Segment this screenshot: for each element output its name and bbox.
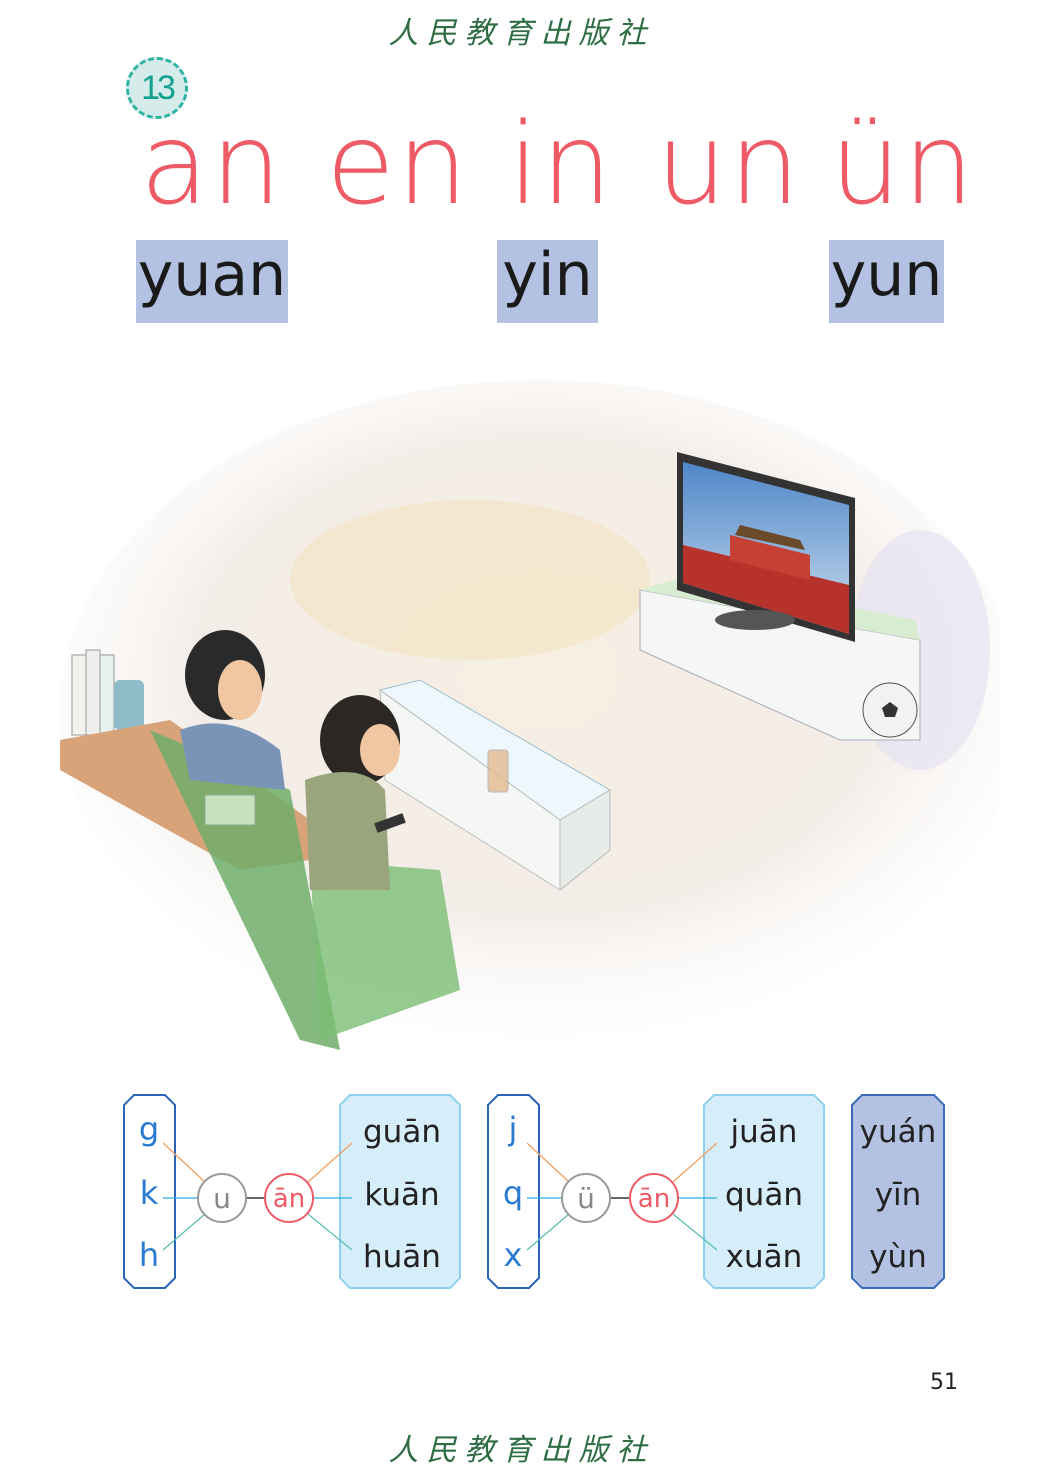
living-room-illustration <box>60 380 1000 1050</box>
final-an-toned: ān <box>638 1184 670 1214</box>
toned-syllables-box: yuán yīn yùn <box>851 1094 945 1289</box>
initial-g: g <box>139 1110 159 1148</box>
results-box <box>703 1094 825 1289</box>
sofa <box>60 720 460 1050</box>
initial-k: k <box>140 1174 159 1212</box>
initial-h: h <box>139 1236 159 1274</box>
final-en: en <box>326 100 470 230</box>
initial-j: j <box>508 1110 518 1148</box>
toned-yun: yùn <box>869 1239 927 1275</box>
publisher-watermark-bottom: 人民教育出版社 <box>388 1433 655 1468</box>
initial-x: x <box>504 1236 523 1274</box>
initials-box <box>487 1094 540 1289</box>
publisher-watermark-top: 人民教育出版社 <box>388 16 655 51</box>
initials-box <box>123 1094 176 1289</box>
result-quan: quān <box>725 1177 803 1213</box>
final-un: un <box>656 100 802 230</box>
results-box <box>339 1094 461 1289</box>
final-an: an <box>140 100 284 230</box>
page-number: 51 <box>930 1370 958 1395</box>
diagram-group-u: g k h u ān guān kuān huān <box>123 1094 461 1289</box>
initial-q: q <box>503 1174 523 1212</box>
lesson-number-badge: 13 <box>126 57 188 119</box>
toned-yin: yīn <box>875 1177 922 1213</box>
girl <box>305 695 406 890</box>
final-circle <box>264 1173 314 1223</box>
medial-u: u <box>213 1182 231 1215</box>
diagram-group-u-umlaut: j q x ü ān juān quān xuān <box>487 1094 825 1289</box>
result-juan: juān <box>730 1114 798 1150</box>
television <box>677 452 855 642</box>
final-circle <box>629 1173 679 1223</box>
medial-circle <box>197 1173 247 1223</box>
whole-syllable-yun: yun <box>829 240 944 323</box>
boy <box>180 630 285 790</box>
result-kuan: kuān <box>364 1177 439 1213</box>
soccer-ball <box>862 682 918 738</box>
result-huan: huān <box>363 1239 441 1275</box>
result-guan: guān <box>363 1114 441 1150</box>
medial-u-umlaut: ü <box>577 1182 595 1215</box>
toned-yuan: yuán <box>860 1114 937 1150</box>
whole-syllable-yuan: yuan <box>136 240 288 323</box>
medial-circle <box>561 1173 611 1223</box>
whole-syllable-yin: yin <box>497 240 598 323</box>
final-in: in <box>508 100 615 230</box>
result-xuan: xuān <box>726 1239 803 1275</box>
final-un-umlaut: ün <box>830 100 976 230</box>
final-an-toned: ān <box>273 1184 305 1214</box>
